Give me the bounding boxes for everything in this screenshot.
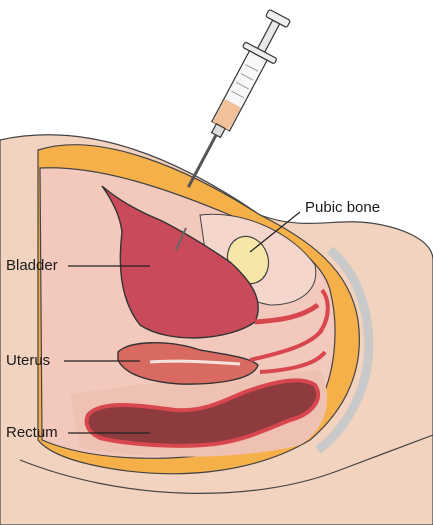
pubic-bone-label: Pubic bone xyxy=(305,200,380,215)
bladder-label: Bladder xyxy=(6,258,58,273)
syringe xyxy=(172,6,295,195)
rectum-label: Rectum xyxy=(6,425,58,440)
syringe-plunger xyxy=(257,20,280,54)
uterus-label: Uterus xyxy=(6,353,50,368)
